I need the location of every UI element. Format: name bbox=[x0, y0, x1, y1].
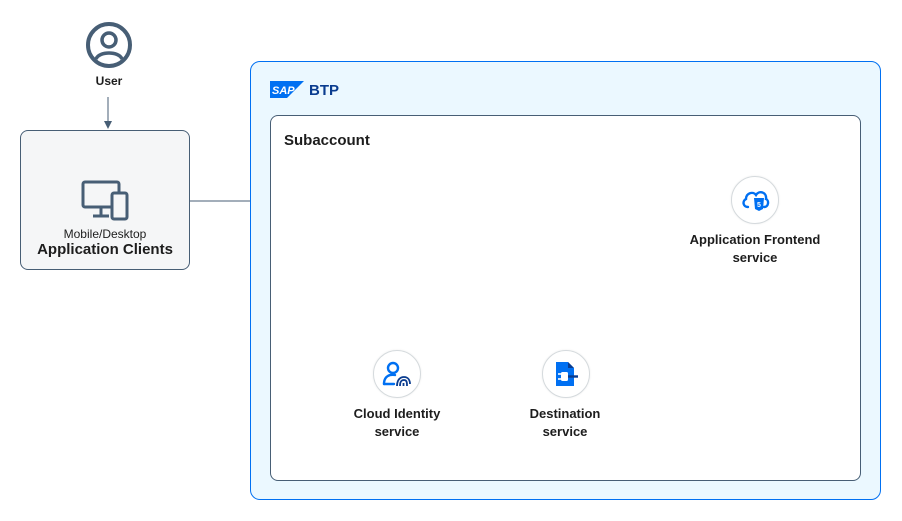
identity-fingerprint-icon bbox=[382, 361, 411, 387]
destination-plug-icon bbox=[556, 362, 578, 386]
desktop-mobile-icon bbox=[81, 180, 129, 221]
cloud-identity-service-name: Cloud Identity bbox=[353, 406, 441, 421]
application-frontend-service-name: Application Frontend bbox=[689, 232, 821, 247]
client-title: Application Clients bbox=[37, 241, 173, 258]
cloud-html5-icon: 5 bbox=[742, 191, 770, 211]
destination-service-suffix: service bbox=[542, 424, 588, 439]
user-icon bbox=[86, 22, 132, 68]
subaccount-box: Subaccount bbox=[270, 115, 861, 481]
svg-text:5: 5 bbox=[757, 202, 761, 209]
btp-label: BTP bbox=[309, 82, 339, 99]
user-label: User bbox=[95, 74, 123, 88]
destination-service-icon-circle bbox=[542, 350, 590, 398]
subaccount-label: Subaccount bbox=[284, 132, 370, 149]
application-frontend-service-icon-circle: 5 bbox=[731, 176, 779, 224]
client-subtitle: Mobile/Desktop bbox=[63, 227, 147, 241]
cloud-identity-service-suffix: service bbox=[374, 424, 420, 439]
destination-service-name: Destination bbox=[529, 406, 601, 421]
cloud-identity-service-label: Cloud Identity service bbox=[330, 405, 464, 441]
application-clients-box: Mobile/Desktop Application Clients bbox=[20, 130, 190, 270]
destination-service-label: Destination service bbox=[505, 405, 625, 441]
svg-text:SAP: SAP bbox=[272, 85, 295, 97]
application-frontend-service-label: Application Frontend service bbox=[660, 231, 850, 267]
sap-logo: SAP bbox=[270, 81, 304, 98]
application-frontend-service-suffix: service bbox=[732, 250, 778, 265]
cloud-identity-service-icon-circle bbox=[373, 350, 421, 398]
